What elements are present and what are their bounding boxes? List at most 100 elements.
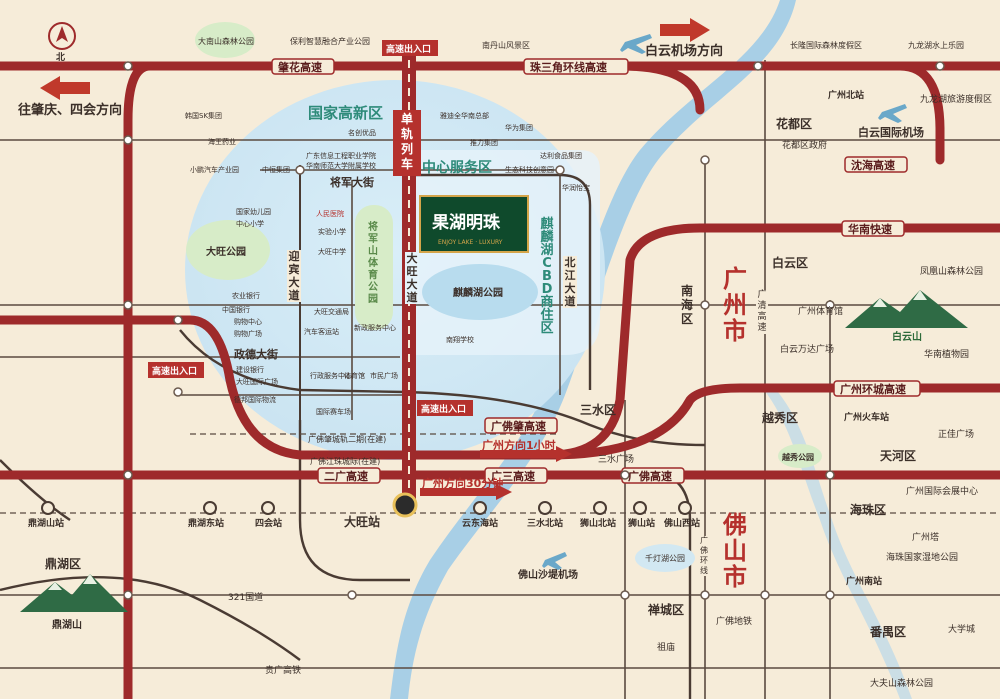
- mountain-baiyun: 白云山: [892, 330, 922, 343]
- road-yingbin: 迎宾大道: [287, 250, 301, 302]
- station-sanshuibei: 三水北站: [527, 517, 563, 529]
- time-1h: 广州方向1小时: [482, 438, 556, 452]
- district-qilin-cbd: 麒麟湖CBD商住区: [540, 217, 554, 336]
- district-baiyun: 白云区: [772, 255, 808, 270]
- poi-e-5: 华润怡宝: [562, 183, 590, 192]
- lm-haizhu-wetland: 海珠国家湿地公园: [886, 551, 958, 563]
- poi-w-21: 建设银行: [236, 365, 264, 374]
- lm-gz-north: 广州北站: [828, 89, 864, 101]
- entrance-mid-box: [417, 400, 473, 416]
- poi-w-17: 新政服务中心: [354, 323, 396, 332]
- dinghu-mountain-icon: [20, 574, 128, 612]
- district-huadu: 花都区: [776, 116, 812, 131]
- poi-w-0: 韩国SK集团: [185, 111, 222, 120]
- park-qiandeng: 千灯湖公园: [645, 553, 685, 563]
- park-dawang: 大旺公园: [206, 245, 246, 258]
- hw-zhaohua: 肇花高速: [277, 60, 322, 74]
- hw-guangfo: 广佛高速: [628, 469, 672, 483]
- lm-foshan-airport: 佛山沙堤机场: [517, 568, 578, 581]
- poi-w-14: 购物广场: [234, 329, 262, 338]
- lm-gz-south: 广州南站: [846, 575, 882, 587]
- lm-gz-sports: 广州体育馆: [798, 305, 843, 317]
- poi-w-1: 海王药业: [208, 137, 236, 146]
- poi-w-6: 华南师范大学附属学校: [306, 161, 376, 170]
- district-national-hitech: 国家高新区: [308, 104, 383, 122]
- mountain-dinghu: 鼎湖山: [52, 618, 82, 631]
- poi-w-3: 中恒集团: [262, 165, 290, 174]
- direction-baiyun-airport: 白云机场方向: [645, 43, 723, 59]
- district-dinghu: 鼎湖区: [45, 556, 81, 571]
- dawang-station-icon: [392, 492, 418, 518]
- lm-univ-town: 大学城: [948, 623, 975, 635]
- rail-jiangzhu: 广佛江珠城际(在建): [310, 456, 380, 466]
- monorail-label-box: [393, 110, 421, 176]
- station-sihui: 四会站: [255, 517, 282, 529]
- poi-e-3: 达利食品集团: [540, 151, 582, 160]
- road-zhengde: 政德大街: [234, 347, 278, 361]
- poi-w-19: 体育馆: [344, 371, 365, 380]
- lm-zumiao: 祖庙: [657, 641, 675, 653]
- lm-canton-tower: 广州塔: [912, 531, 939, 543]
- road-321: 321国道: [228, 591, 263, 603]
- poi-w-22: 大旺国际广场: [236, 377, 278, 386]
- poi-w-4: 名创优品: [348, 128, 376, 137]
- road-shahai-vert: 广佛环线: [698, 536, 710, 576]
- poi-w-23: 德邦国际物流: [234, 395, 276, 404]
- top-stop-labels: 大南山森林公园 保利智慧融合产业公园 南丹山风景区 长隆国际森林度假区 九龙湖水…: [198, 36, 964, 50]
- park-jiangjunshan: 将军山体育公园: [368, 222, 378, 305]
- poi-e-1: 华为集团: [505, 123, 533, 132]
- station-dinghudong: 鼎湖东站: [188, 517, 224, 529]
- baiyun-mountain-icon: [845, 290, 968, 328]
- entrance-left-box: [148, 362, 204, 378]
- road-guangqing: 广清高速: [756, 290, 768, 334]
- station-shishanbei: 狮山北站: [579, 517, 616, 529]
- station-yundonghai: 云东海站: [462, 517, 498, 529]
- lm-fenghuang: 凤凰山森林公园: [920, 265, 983, 277]
- entrance-top-box: [382, 40, 438, 56]
- hw-sanguang: 广三高速: [491, 469, 535, 483]
- station-foshanxi: 佛山西站: [663, 517, 700, 529]
- lm-huadu-gov: 花都区政府: [782, 139, 827, 151]
- east-river: [760, 385, 912, 699]
- district-chancheng: 禅城区: [647, 602, 684, 617]
- lm-gz-convention: 广州国际会展中心: [906, 485, 978, 497]
- highway-badges: [271, 58, 921, 484]
- poi-w-5: 广东信息工程职业学院: [306, 151, 376, 160]
- district-panyu: 番禺区: [869, 624, 906, 639]
- metro-guangfo: 广佛地铁: [716, 615, 752, 627]
- poi-w-9: 实验小学: [318, 227, 346, 236]
- monorail-label: 单轨列车: [400, 112, 413, 171]
- poi-e-2: 推力集团: [470, 138, 498, 147]
- dawang-park-shape: [186, 220, 270, 280]
- qiandeng-park-shape: [635, 544, 695, 572]
- hw-prd-ring: 珠三角环线高速: [530, 60, 607, 74]
- poi-w-25: 人民医院: [316, 209, 344, 218]
- district-central-service: 中心服务区: [422, 159, 492, 176]
- poi-e-4: 生态科技创意园: [505, 165, 554, 174]
- lm-baiyun-wanda: 白云万达广场: [780, 343, 834, 355]
- poi-e-6: 南翔学校: [446, 335, 474, 344]
- project-name: 果湖明珠: [432, 213, 501, 233]
- east-arrow-icon: [660, 18, 710, 42]
- project-card[interactable]: [419, 195, 529, 253]
- poi-w-8: 中心小学: [236, 219, 264, 228]
- poi-w-12: 中国银行: [222, 305, 250, 314]
- forest-park-shape: [195, 22, 255, 58]
- qilinhu-park-shape: [422, 264, 538, 320]
- poi-w-18: 行政服务中心: [310, 371, 352, 380]
- entrance-top: 高速出入口: [386, 43, 431, 55]
- hw-erguang: 二广高速: [324, 469, 368, 483]
- lm-sanshui-square: 三水广场: [598, 453, 634, 465]
- rail-guiguang: 贵广高铁: [265, 664, 301, 676]
- station-shishan: 狮山站: [627, 517, 655, 529]
- west-poi-labels: 韩国SK集团 海王药业 小鹏汽车产业园 中恒集团 名创优品 广东信息工程职业学院…: [185, 111, 398, 416]
- stop-top-1: 保利智慧融合产业公园: [290, 36, 370, 46]
- entrance-mid: 高速出入口: [421, 403, 466, 415]
- station-markers: [41, 501, 692, 515]
- stop-top-0: 大南山森林公园: [198, 36, 254, 46]
- jiangjunshan-park-shape: [355, 205, 393, 330]
- time-arrow-1h: [480, 446, 572, 462]
- yuexiu-park-shape: [778, 444, 822, 468]
- road-dawang: 大旺大道: [405, 252, 419, 304]
